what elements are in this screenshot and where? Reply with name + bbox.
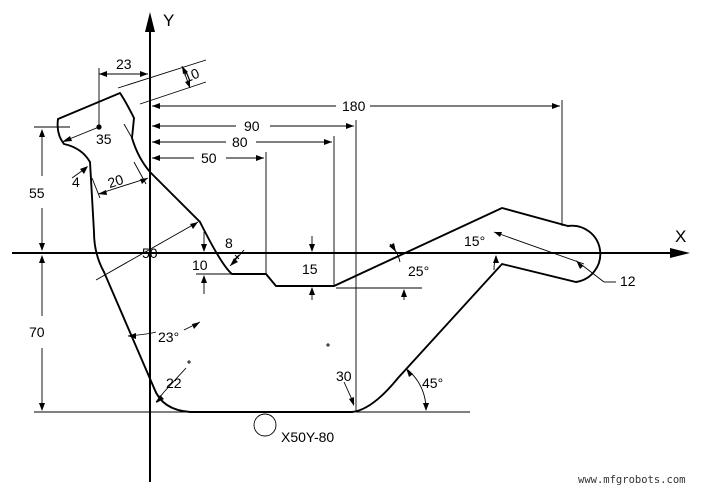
- dimension-lines: [34, 59, 616, 413]
- y-axis-arrowhead: [145, 12, 155, 32]
- dim-35: 35: [96, 131, 112, 147]
- part-contour: [56, 91, 602, 413]
- dim-15-step: 15: [302, 261, 318, 277]
- start-point-label: X50Y-80: [281, 429, 334, 445]
- dim-8: 8: [225, 235, 233, 251]
- coordinate-axes: X Y: [12, 11, 690, 482]
- y-axis-label: Y: [163, 11, 174, 30]
- dim-30: 30: [336, 368, 352, 384]
- x-axis-arrowhead: [670, 248, 690, 258]
- dim-12: 12: [620, 273, 636, 289]
- dim-10-top: 10: [181, 65, 202, 86]
- dim-70: 70: [29, 324, 45, 340]
- dim-20: 20: [106, 171, 126, 191]
- dim-80: 80: [232, 134, 248, 150]
- dim-55: 55: [29, 185, 45, 201]
- start-point-circle: [253, 413, 277, 437]
- dim-50: 50: [201, 150, 217, 166]
- dim-90: 90: [244, 118, 260, 134]
- center-cross-markers: [187, 254, 330, 364]
- dim-4: 4: [72, 174, 80, 190]
- dim-10-step: 10: [192, 257, 208, 273]
- dimension-labels: 23 10 180 90 80 50 35 55 4 20 8 50 10 15…: [29, 56, 636, 391]
- dim-45-angle: 45°: [422, 375, 443, 391]
- dim-180: 180: [342, 98, 366, 114]
- dim-15-angle: 15°: [464, 233, 485, 249]
- dim-23-angle: 23°: [158, 329, 179, 345]
- dim-50-center: 50: [142, 245, 158, 261]
- watermark-text: www.mfgrobots.com: [578, 474, 685, 486]
- dim-23: 23: [116, 56, 132, 72]
- dim-25-angle: 25°: [408, 263, 429, 279]
- x-axis-label: X: [675, 227, 686, 246]
- dim-22: 22: [166, 375, 182, 391]
